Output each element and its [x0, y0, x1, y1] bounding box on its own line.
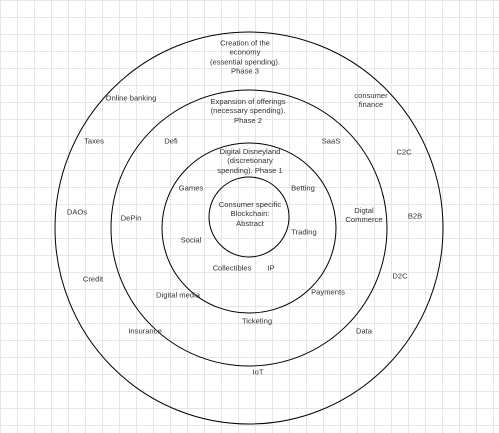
phase3-ring[interactable]: [54, 31, 444, 425]
item-d2c: D2C: [392, 271, 408, 281]
item-online-banking: Online banking: [105, 93, 157, 103]
item-digital-media: Digital media: [156, 290, 200, 300]
item-iot: IoT: [252, 367, 264, 377]
item-ip: IP: [267, 263, 275, 273]
item-consumer-finance: consumer finance: [354, 90, 388, 109]
item-saas: SaaS: [321, 136, 341, 146]
phase2-title: Expansion of offerings (necessary spendi…: [210, 97, 286, 125]
phase3-title: Creation of the economy (essential spend…: [209, 38, 281, 76]
item-social: Social: [180, 235, 202, 245]
item-digital-commerce: Digtal Commerce: [345, 205, 383, 224]
item-defi: Defi: [164, 136, 178, 146]
item-payments: Payments: [311, 287, 345, 297]
item-depin: DePin: [120, 213, 142, 223]
item-insurance: Insurance: [128, 326, 162, 336]
item-c2c: C2C: [396, 147, 412, 157]
item-collectibles: Collectibles: [212, 263, 252, 273]
phase1-ring[interactable]: [161, 142, 337, 314]
phase2-ring[interactable]: [110, 89, 388, 367]
phase1-title: Digital Disneyland (discretionary spendi…: [217, 147, 283, 175]
core-title: Consumer specific Blockchain: Abstract: [218, 200, 282, 228]
core-ring[interactable]: [208, 176, 290, 258]
item-ticketing: Ticketing: [241, 316, 273, 326]
item-b2b: B2B: [407, 211, 423, 221]
item-taxes: Taxes: [84, 136, 104, 146]
item-betting: Betting: [291, 183, 315, 193]
item-trading: Trading: [291, 227, 317, 237]
item-credit: Credit: [82, 274, 104, 284]
item-games: Games: [178, 183, 204, 193]
item-data: Data: [355, 326, 373, 336]
item-daos: DAOs: [66, 207, 88, 217]
